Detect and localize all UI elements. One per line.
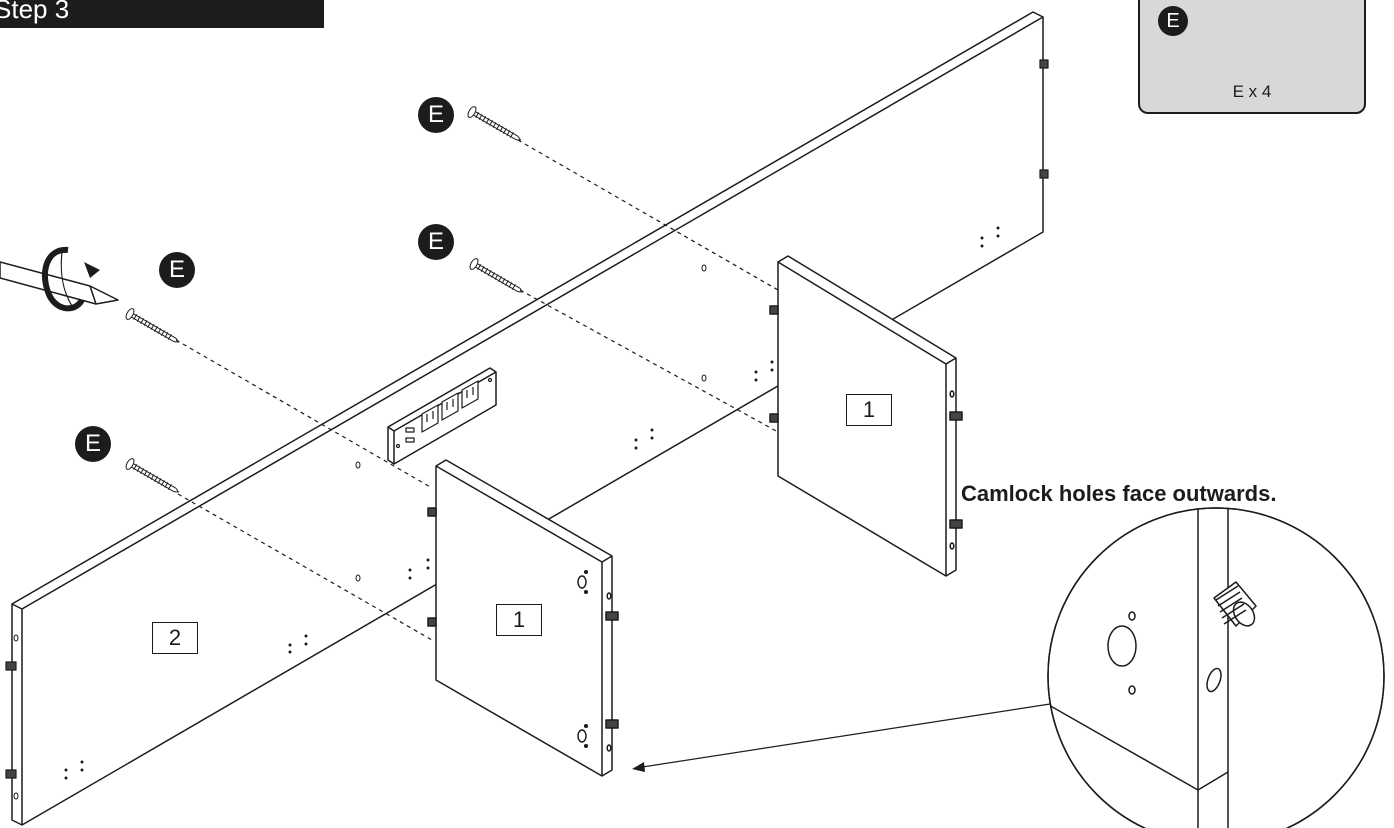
step-title: Step 3 xyxy=(0,0,70,24)
back-panel-cam-holes xyxy=(13,264,707,800)
detail-pointer-arrow xyxy=(632,703,1051,772)
power-outlet-strip xyxy=(387,367,497,465)
part-number-label-side-right: 1 xyxy=(846,394,892,426)
back-panel-dowels xyxy=(5,59,1049,779)
screw-group xyxy=(125,106,523,493)
dowel-pin-detail xyxy=(1213,581,1257,627)
screw-callout-badge: E xyxy=(159,252,195,288)
hardware-box: E E x 4 xyxy=(1138,0,1366,114)
screw-callout-badge: E xyxy=(418,97,454,133)
step-title-banner: Step 3 xyxy=(0,0,324,28)
part-number-label-back: 2 xyxy=(152,622,198,654)
part-number-label-side-left: 1 xyxy=(496,604,542,636)
screw-callout-badge: E xyxy=(418,224,454,260)
outlet-sockets xyxy=(395,377,493,449)
alignment-lines xyxy=(175,139,779,641)
camlock-detail-magnifier xyxy=(1047,507,1385,828)
back-panel-holes xyxy=(64,226,1000,780)
screwdriver-icon xyxy=(0,246,119,312)
hardware-quantity: E x 4 xyxy=(1232,82,1272,101)
back-panel xyxy=(5,11,1049,826)
screw-callout-badge: E xyxy=(75,426,111,462)
hardware-letter-badge: E xyxy=(1158,6,1188,36)
camlock-note: Camlock holes face outwards. xyxy=(961,481,1277,506)
